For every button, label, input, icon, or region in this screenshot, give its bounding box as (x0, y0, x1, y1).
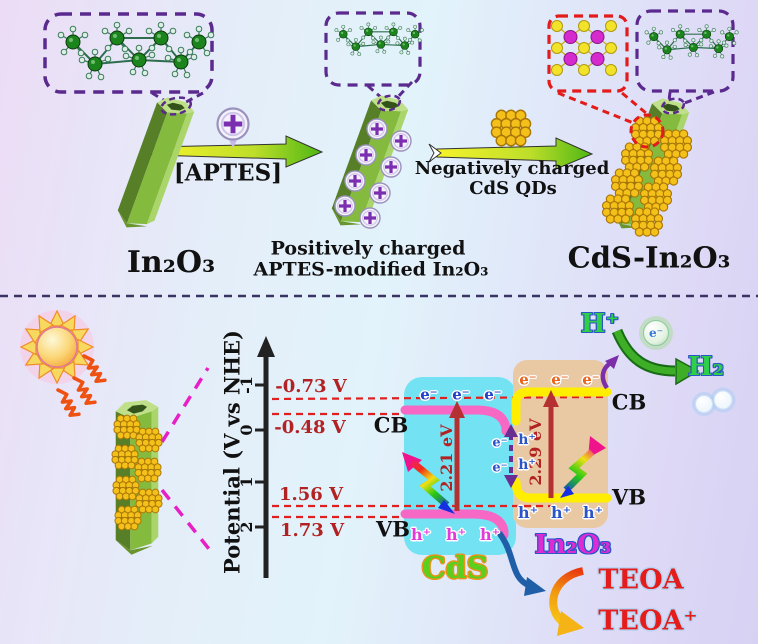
positive-charge-icon (355, 144, 377, 166)
in2o3-vb-band (511, 477, 612, 503)
positive-charge-icon (366, 118, 388, 140)
positive-charge-icon (390, 130, 412, 152)
cds-electron-symbol: e⁻ (452, 385, 470, 404)
cds-reaction-arrow (428, 137, 594, 170)
axis-tick--1: -1 (237, 376, 256, 394)
h2-evolution-arrow (611, 328, 700, 386)
hydrogen-label: H₂ (688, 352, 724, 382)
proton-label: H⁺ (580, 309, 620, 339)
cds-cb-band (400, 405, 511, 436)
axis-tick-2: 2 (237, 521, 256, 533)
electron-out-arrow (600, 355, 619, 390)
transfer-hole-symbol: h⁺ (518, 432, 536, 448)
in2o3-vb-label: VB (611, 484, 647, 510)
cds-structure-box (547, 14, 653, 126)
positive-charge-icon (380, 156, 402, 178)
sun-ray-squiggle-icon (56, 388, 81, 418)
cds-name-label: CdS (421, 551, 489, 586)
cds-hole-symbol: h⁺ (445, 525, 467, 544)
in2o3-bandgap-arrow (543, 390, 559, 498)
axis-label: Potential (V vs NHE) (219, 330, 245, 574)
cds-bandgap-arrow (449, 401, 465, 511)
axis-tick-1: 1 (237, 476, 256, 488)
light-bolt-in2o3 (560, 436, 606, 498)
in2o3-cb-label: CB (611, 389, 647, 415)
transfer-hole-symbol: h⁺ (518, 457, 536, 473)
aptes-product-label-line2: APTES-modified In₂O₃ (253, 258, 489, 281)
in2o3-electron-symbol: e⁻ (582, 370, 600, 389)
transfer-electron-symbol: e⁻ (492, 460, 508, 476)
in2o3-molecule-icon (334, 22, 425, 57)
cds-vb-band (400, 509, 509, 540)
positive-charge-icon (344, 170, 366, 192)
electron-sphere-icon (639, 316, 673, 350)
in2o3-hole-symbol: h⁺ (517, 503, 539, 522)
potential-axis (255, 336, 275, 578)
in2o3-structure-box-right (635, 9, 735, 106)
sun-icon (19, 309, 95, 385)
qd-highlight-circle (629, 113, 665, 149)
in2o3-hole-symbol: h⁺ (582, 503, 604, 522)
teoa-plus-label: TEOA⁺ (598, 605, 698, 637)
cds-bandgap-value: 2.21 eV (437, 424, 456, 492)
positive-charge-icon (334, 195, 356, 217)
in2o3-title: In₂O₃ (126, 245, 216, 280)
in2o3-cb-band (511, 387, 612, 426)
cds-qd-icon (490, 109, 532, 147)
zoom-pointer-lines (160, 367, 211, 551)
level-in2o3-vb: 1.56 V (278, 484, 344, 505)
rod-opening-circle-2 (376, 94, 402, 112)
in2o3-molecule-icon (57, 21, 215, 81)
h2-molecule-icon (692, 387, 736, 416)
positive-charge-icon (216, 107, 250, 141)
cds-electron-symbol: e⁻ (484, 385, 502, 404)
in2o3-block (513, 360, 608, 528)
positive-charge-icon (359, 207, 381, 229)
aptes-product-label-line1: Positively charged (270, 237, 466, 260)
axis-tick-0: 0 (237, 424, 256, 436)
teoa-label: TEOA (598, 564, 684, 596)
cds-vb-label: VB (375, 516, 411, 542)
positive-charge-icon (369, 182, 391, 204)
product-title: CdS-In₂O₃ (567, 240, 731, 275)
cds-hole-symbol: h⁺ (410, 525, 432, 544)
in2o3-name-label: In₂O₃ (534, 530, 612, 560)
plus-pin-tail (228, 138, 238, 148)
charge-transfer-arrow (504, 424, 518, 488)
teoa-oxidation-arrow (549, 567, 585, 636)
cds-hole-symbol: h⁺ (479, 525, 501, 544)
aptes-structure-box (324, 11, 422, 102)
in2o3-molecule-icon (644, 24, 739, 60)
transfer-electron-symbol: e⁻ (492, 435, 508, 451)
in2o3-hole-symbol: h⁺ (550, 503, 572, 522)
level-cds-cb: -0.48 V (274, 417, 346, 438)
cds-arrow-label-line1: Negatively charged (414, 158, 610, 179)
light-bolt-cds (402, 452, 455, 514)
aptes-arrow-label: [APTES] (173, 159, 283, 187)
in2o3-bandgap-value: 2.29 eV (526, 418, 545, 486)
cds-cb-label: CB (373, 412, 409, 438)
in2o3-electron-symbol: e⁻ (551, 370, 569, 389)
hole-out-arrow (497, 531, 546, 596)
cds-arrow-label-line2: CdS QDs (469, 178, 557, 199)
sphere-electron-symbol: e⁻ (649, 326, 663, 340)
sun-ray-squiggle-icon (72, 376, 97, 406)
level-cds-vb: 1.73 V (279, 520, 345, 541)
cds-electron-symbol: e⁻ (420, 385, 438, 404)
rod-opening-circle-3 (660, 97, 686, 115)
level-in2o3-cb: -0.73 V (275, 376, 347, 397)
rod-opening-circle-1 (159, 96, 193, 116)
in2o3-electron-symbol: e⁻ (519, 370, 537, 389)
